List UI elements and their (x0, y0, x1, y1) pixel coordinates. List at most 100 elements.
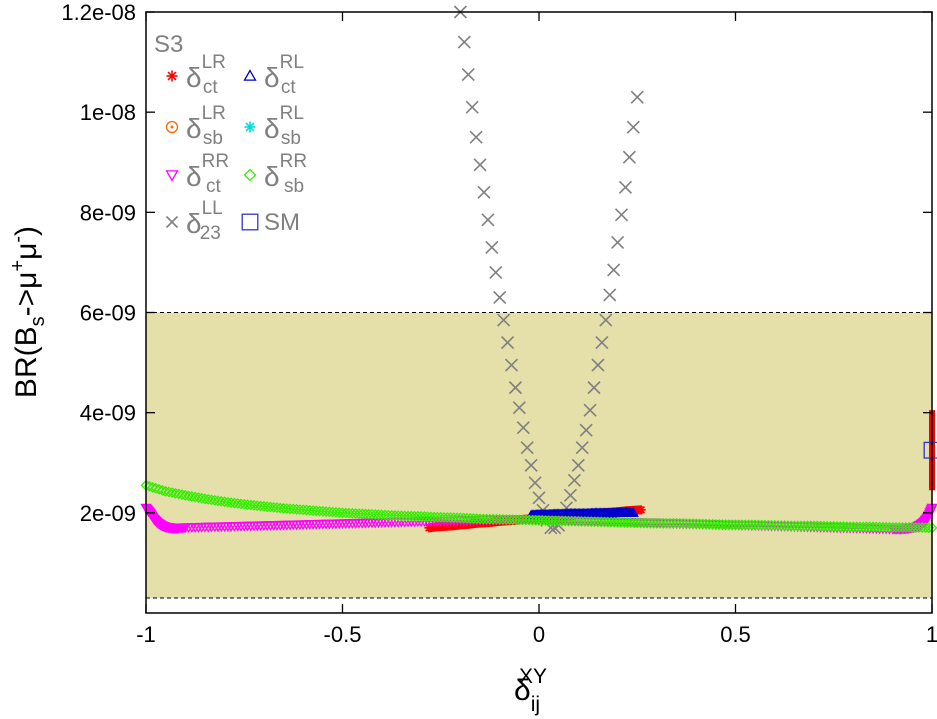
point-LL23 (504, 358, 519, 372)
y-axis-title-group: BR(Bs->μ+μ-) (7, 226, 49, 398)
point-LL23 (461, 68, 475, 82)
x-tick-label: -1 (136, 622, 156, 647)
point-LL23 (579, 423, 593, 437)
point-RRsb (265, 501, 276, 513)
point-RRsb (291, 503, 303, 515)
point-LL23 (465, 100, 479, 114)
y-axis-title: BR(Bs->μ+μ-) (7, 226, 49, 398)
point-RRsb (245, 499, 257, 511)
x-axis-title: δijXY (514, 665, 547, 716)
point-RRsb (150, 482, 162, 494)
point-RRsb (242, 499, 253, 511)
point-RRsb (153, 483, 165, 495)
point-RRsb (333, 507, 345, 519)
point-RRsb (271, 502, 283, 514)
point-LL23 (477, 185, 491, 199)
y-axis-title-sub: s (27, 316, 49, 326)
x-axis-title-base: δ (514, 674, 531, 707)
point-RRsb (323, 506, 335, 518)
point-RRsb (209, 494, 221, 506)
point-LL23 (587, 381, 601, 395)
point-RRsb (166, 487, 178, 499)
point-LL23 (532, 491, 546, 505)
point-LL23 (571, 458, 585, 472)
point-RRsb (183, 490, 194, 502)
point-LL23 (457, 35, 471, 49)
point-LL23 (489, 265, 503, 279)
point-RLct (627, 507, 639, 517)
point-LL23 (528, 476, 542, 490)
point-RRsb (255, 500, 267, 512)
point-LL23 (485, 240, 499, 254)
point-RRsb (294, 504, 306, 515)
legend-marker (243, 69, 257, 81)
y-tick-label: 1.2e-08 (61, 0, 136, 25)
series-RRsb (140, 479, 937, 534)
point-RRsb (212, 495, 224, 507)
panel-label: S3 (154, 31, 183, 58)
point-LL23 (497, 313, 511, 327)
point-LL23 (595, 335, 609, 350)
point-LL23 (622, 150, 636, 164)
point-RRsb (206, 494, 217, 506)
point-RRsb (330, 506, 342, 518)
point-RRsb (176, 489, 188, 501)
point-RRsb (287, 503, 299, 515)
point-RRsb (202, 493, 214, 505)
point-LL23 (481, 213, 495, 227)
y-axis-title-t1: BR(B (10, 326, 43, 398)
point-RRsb (186, 491, 198, 502)
point-LL23 (575, 441, 589, 455)
x-tick-label: 0.5 (720, 622, 751, 647)
point-RRsb (320, 506, 332, 518)
legend-marker (165, 170, 179, 182)
series-RLct (525, 507, 639, 520)
legend-marker (244, 121, 256, 133)
point-RRsb (268, 501, 280, 513)
y-tick-label: 8e-09 (80, 200, 136, 225)
point-RRsb (199, 493, 211, 505)
point-LL23 (614, 208, 629, 222)
point-RRsb (156, 484, 168, 496)
y-axis-title-t2: ->μ (10, 272, 43, 317)
point-RRsb (317, 505, 329, 517)
point-LL23 (607, 263, 621, 277)
point-RRsb (192, 492, 204, 504)
point-RRsb (310, 505, 322, 517)
point-RRsb (238, 498, 250, 510)
legend-label: SM (264, 209, 300, 236)
point-RRsb (179, 489, 191, 501)
point-RRsb (248, 499, 260, 511)
point-RRsb (274, 502, 286, 514)
point-LL23 (599, 313, 613, 327)
point-LL23 (508, 381, 522, 395)
point-RRsb (314, 505, 325, 517)
x-tick-label: 1 (926, 622, 937, 647)
point-LL23 (611, 235, 625, 249)
point-LL23 (563, 488, 578, 502)
point-RRsb (258, 500, 270, 512)
point-LL23 (469, 130, 483, 144)
y-tick-label: 6e-09 (80, 301, 136, 326)
y-tick-label: 1e-08 (80, 100, 136, 125)
point-RRsb (284, 503, 296, 515)
point-RRsb (297, 504, 309, 516)
legend-marker (165, 215, 179, 229)
point-RRsb (327, 506, 339, 518)
y-tick-label: 2e-09 (80, 501, 136, 526)
point-RRsb (232, 498, 244, 509)
experimental-band (146, 312, 932, 598)
point-LRct (636, 505, 646, 515)
point-RRsb (307, 505, 319, 516)
point-RRsb (160, 485, 172, 497)
